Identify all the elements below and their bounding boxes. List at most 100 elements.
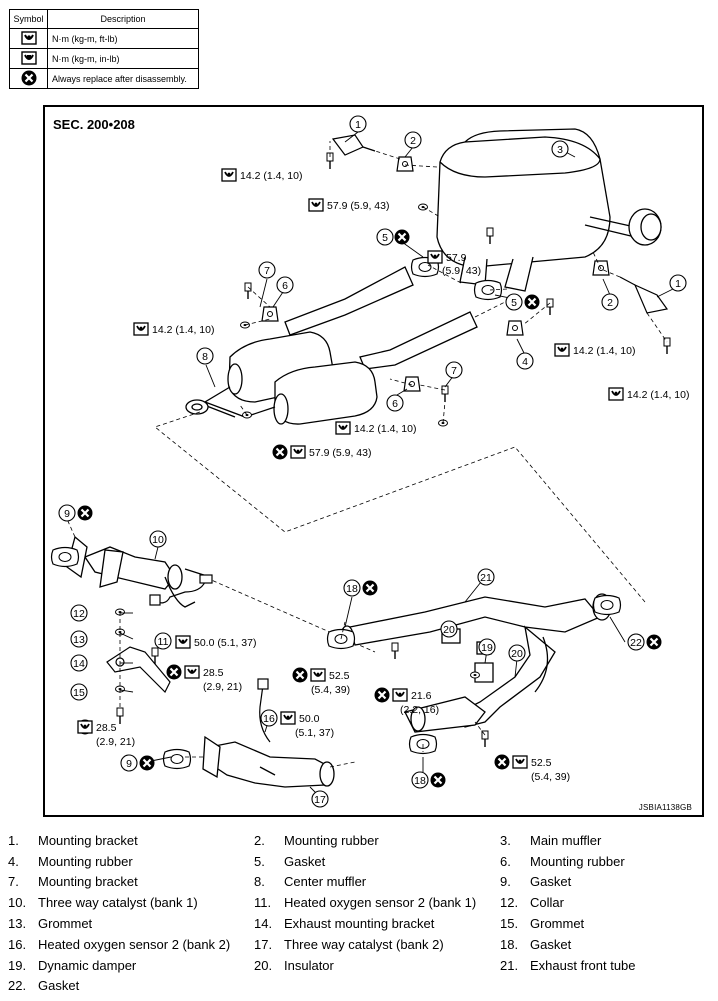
- legend-number: 6.: [500, 854, 511, 869]
- torque-value: (5.4, 39): [311, 684, 350, 696]
- torque-value: 57.9 (5.9, 43): [327, 200, 389, 212]
- figure-code: JSBIA1138GB: [638, 803, 692, 812]
- callout-number: 17: [314, 794, 326, 806]
- callout-markers: [58, 115, 687, 808]
- callout-number: 2: [410, 135, 416, 147]
- symbol-table-header: Symbol Description: [9, 9, 199, 29]
- three-way-catalyst-bank-2: [202, 735, 335, 788]
- legend-text: Gasket: [38, 978, 80, 993]
- legend-text: Gasket: [530, 937, 572, 952]
- legend-text: Mounting rubber: [284, 833, 379, 848]
- symbol-cell: [9, 28, 48, 49]
- legend-text: Heated oxygen sensor 2 (bank 1): [284, 895, 477, 910]
- symbol-table: Symbol Description N·m (kg-m, ft-lb) N·m…: [9, 9, 199, 89]
- callout-leaders: [119, 131, 678, 798]
- torque-value: 50.0 (5.1, 37): [194, 637, 256, 649]
- callout-number: 22: [630, 637, 642, 649]
- description-header: Description: [47, 9, 199, 29]
- legend-text: Three way catalyst (bank 2): [284, 937, 444, 952]
- heated-oxygen-sensor-bank-1: [149, 574, 213, 606]
- torque-labels: 14.2 (1.4, 10) 57.9 (5.9, 43) 57.9 (5.9,…: [96, 170, 689, 783]
- assembly-guides-lower: [66, 518, 486, 768]
- callout-number: 8: [202, 351, 208, 363]
- callout-number: 10: [152, 534, 164, 546]
- callout-number: 4: [522, 356, 528, 368]
- legend-number: 5.: [254, 854, 265, 869]
- torque-value: (2.9, 21): [96, 736, 135, 748]
- callout-number: 14: [73, 658, 85, 670]
- legend-number: 20.: [254, 958, 273, 973]
- legend-number: 2.: [254, 833, 265, 848]
- legend-text: Insulator: [284, 958, 334, 973]
- exhaust-mounting-bracket: [106, 646, 171, 694]
- callout-numbers: 1 2 3 5 7 6 5 2 1 8 4 6 7 9 10 11 12 13 …: [64, 119, 681, 806]
- legend-number: 12.: [500, 895, 519, 910]
- symbol-description: Always replace after disassembly.: [47, 68, 199, 89]
- callout-number: 9: [64, 508, 70, 520]
- callout-number: 1: [355, 119, 361, 131]
- torque-value: 14.2 (1.4, 10): [152, 324, 214, 336]
- torque-value: (2.2, 16): [400, 704, 439, 716]
- center-muffler: [185, 266, 478, 425]
- legend-text: Collar: [530, 895, 564, 910]
- torque-value: 14.2 (1.4, 10): [240, 170, 302, 182]
- always-replace-icon: [21, 70, 36, 85]
- callout-number: 7: [451, 365, 457, 377]
- exhaust-front-tube: [340, 593, 612, 733]
- legend-text: Main muffler: [530, 833, 602, 848]
- legend-text: Mounting bracket: [38, 874, 138, 889]
- symbol-header: Symbol: [9, 9, 48, 29]
- legend-number: 10.: [8, 895, 27, 910]
- torque-value: 21.6: [411, 690, 432, 702]
- callout-number: 5: [511, 297, 517, 309]
- callout-number: 11: [158, 636, 169, 648]
- callout-number: 21: [480, 572, 492, 584]
- torque-value: 28.5: [96, 722, 117, 734]
- legend-number: 17.: [254, 937, 273, 952]
- torque-value: 57.9 (5.9, 43): [309, 447, 371, 459]
- symbol-cell: [9, 68, 48, 89]
- torque-wrench-icon: [20, 30, 37, 45]
- callout-number: 6: [392, 398, 398, 410]
- callout-number: 18: [414, 775, 426, 787]
- callout-number: 6: [282, 280, 288, 292]
- legend-number: 21.: [500, 958, 519, 973]
- callout-number: 20: [511, 648, 523, 660]
- torque-value: 52.5: [329, 670, 350, 682]
- callout-number: 3: [557, 144, 563, 156]
- torque-value: (5.1, 37): [295, 727, 334, 739]
- torque-value: (5.9, 43): [442, 265, 481, 277]
- callout-number: 16: [263, 713, 275, 725]
- legend-number: 3.: [500, 833, 511, 848]
- callout-number: 19: [481, 642, 493, 654]
- callout-number: 12: [73, 608, 85, 620]
- legend-number: 15.: [500, 916, 519, 931]
- symbol-description: N·m (kg-m, ft-lb): [47, 28, 199, 49]
- torque-value: 14.2 (1.4, 10): [573, 345, 635, 357]
- legend-number: 4.: [8, 854, 19, 869]
- legend-number: 9.: [500, 874, 511, 889]
- exhaust-diagram: 1 2 3 5 7 6 5 2 1 8 4 6 7 9 10 11 12 13 …: [43, 105, 704, 817]
- callout-number: 13: [73, 634, 85, 646]
- symbol-cell: [9, 48, 48, 69]
- torque-value: 28.5: [203, 667, 224, 679]
- legend-number: 16.: [8, 937, 27, 952]
- callout-number: 5: [382, 232, 388, 244]
- legend-text: Heated oxygen sensor 2 (bank 2): [38, 937, 231, 952]
- torque-wrench-small-icon: [20, 50, 37, 65]
- legend-text: Mounting rubber: [530, 854, 625, 869]
- symbol-description: N·m (kg-m, in-lb): [47, 48, 199, 69]
- legend-text: Mounting bracket: [38, 833, 138, 848]
- exhaust-diagram-drawing: 1 2 3 5 7 6 5 2 1 8 4 6 7 9 10 11 12 13 …: [50, 115, 689, 808]
- callout-number: 15: [73, 687, 85, 699]
- callout-number: 1: [675, 278, 681, 290]
- symbol-row: Always replace after disassembly.: [9, 68, 199, 89]
- legend-number: 1.: [8, 833, 19, 848]
- legend-text: Grommet: [38, 916, 93, 931]
- torque-value: (5.4, 39): [531, 771, 570, 783]
- legend-text: Three way catalyst (bank 1): [38, 895, 198, 910]
- torque-value: 14.2 (1.4, 10): [627, 389, 689, 401]
- legend-number: 13.: [8, 916, 27, 931]
- legend-text: Gasket: [284, 854, 326, 869]
- always-replace-icon: [76, 228, 663, 789]
